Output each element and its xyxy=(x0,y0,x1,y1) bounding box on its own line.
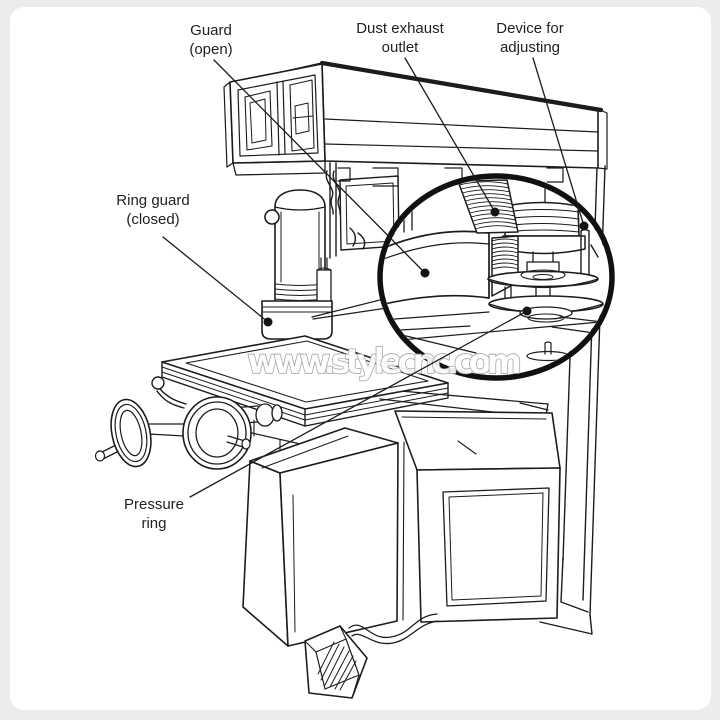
label-line: (open) xyxy=(189,41,233,58)
foot-pedal xyxy=(304,613,439,699)
guard-window-left xyxy=(244,90,273,151)
callout-dot-device-adjusting xyxy=(579,221,589,231)
cabinet-left xyxy=(242,427,399,647)
spindle-motor xyxy=(264,189,332,312)
leader-guard-open xyxy=(213,59,426,274)
guard-window-right xyxy=(289,79,315,152)
label-line: Dust exhaust xyxy=(356,20,444,37)
label-dust-exhaust-outlet: Dust exhaust outlet xyxy=(356,19,444,57)
callout-dots xyxy=(263,207,589,327)
label-pressure-ring: Pressure ring xyxy=(124,495,184,533)
label-line: Guard xyxy=(190,22,232,39)
label-line: adjusting xyxy=(499,39,561,56)
handwheel-left xyxy=(94,398,152,468)
leader-ring-guard xyxy=(162,236,269,323)
cabinet-door-panel xyxy=(442,487,550,607)
machine-head xyxy=(223,60,608,187)
lens-guard-band xyxy=(383,230,490,306)
label-line: (closed) xyxy=(126,211,180,228)
lens-adjusting-rod xyxy=(580,228,599,278)
label-ring-guard-closed: Ring guard (closed) xyxy=(116,191,189,229)
machine-illustration xyxy=(94,60,608,699)
lens-pressure-ring xyxy=(519,306,573,320)
label-line: ring xyxy=(141,515,167,532)
callout-dot-pressure-ring xyxy=(522,306,532,316)
label-line: Pressure xyxy=(123,496,185,513)
handwheel-right xyxy=(182,396,252,470)
label-line: outlet xyxy=(381,39,419,56)
lens-dust-hose xyxy=(457,179,519,297)
cabinet-right xyxy=(394,410,561,623)
leader-pressure-ring xyxy=(189,310,528,498)
label-line: Device for xyxy=(496,20,564,37)
crank-handle xyxy=(94,450,106,462)
crank-handle xyxy=(241,438,251,450)
leader-lines xyxy=(162,57,585,498)
lens-detail-view xyxy=(383,179,609,362)
ring-guard xyxy=(261,300,333,340)
magnifier-circle xyxy=(377,173,615,381)
label-line: Ring guard xyxy=(116,192,190,209)
head-roof-edge xyxy=(319,60,604,113)
callout-dot-guard-open xyxy=(420,268,430,278)
callout-dot-dust-exhaust xyxy=(490,207,500,217)
pedal-cable xyxy=(351,620,439,645)
callout-dot-ring-guard xyxy=(263,317,273,327)
head-hose xyxy=(325,170,341,215)
leader-dust-exhaust xyxy=(404,57,496,213)
watermark-text: www.stylecnc.com xyxy=(247,342,521,382)
ball-handle xyxy=(151,376,165,390)
leader-device-adjusting xyxy=(532,57,585,227)
pedal-hatching xyxy=(317,641,357,691)
motor-knob xyxy=(264,209,280,225)
label-guard-open: Guard (open) xyxy=(189,21,232,59)
pedal-cable xyxy=(348,613,438,639)
clamp-arm xyxy=(151,376,187,409)
label-device-for-adjusting: Device for adjusting xyxy=(496,19,564,57)
lens-cutter-discs xyxy=(487,269,604,323)
